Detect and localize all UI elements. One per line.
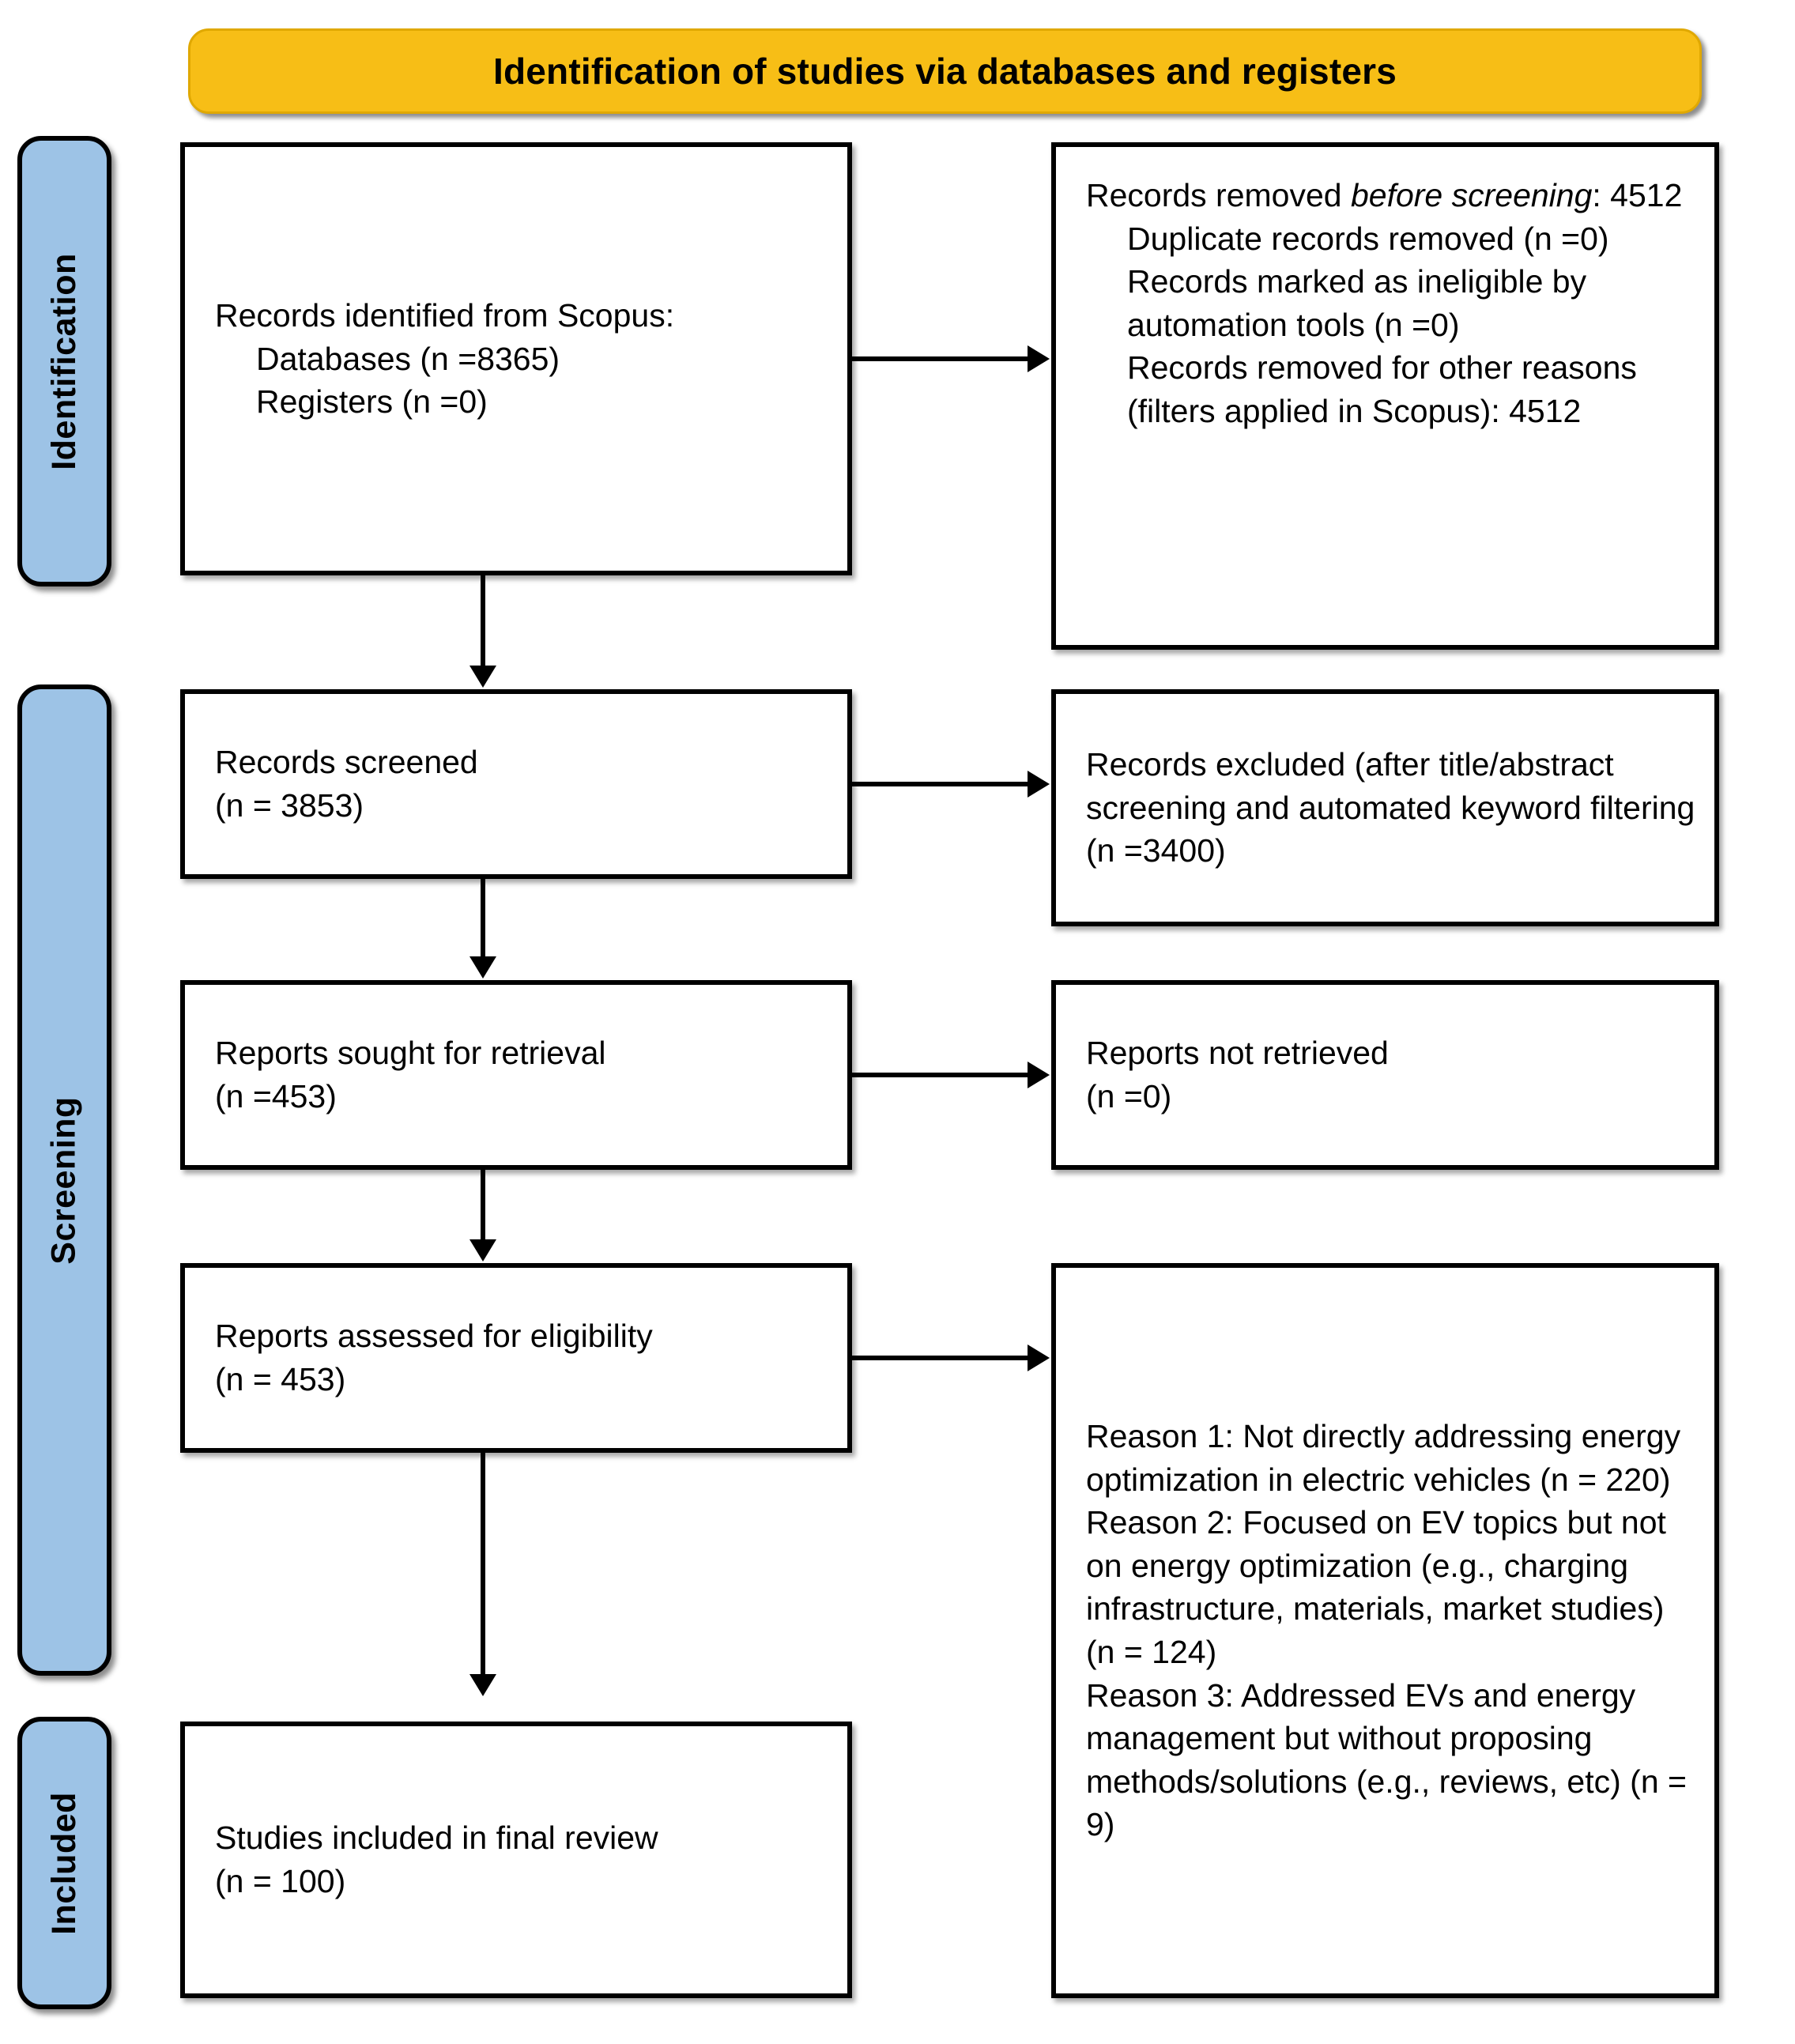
connector-sought-to-notretrieved xyxy=(852,1073,1029,1077)
connector-assessed-to-reasons xyxy=(852,1356,1029,1360)
arrowhead-identified-to-removed xyxy=(1028,345,1050,372)
box-reports-not-retrieved-text: Reports not retrieved (n =0) xyxy=(1056,1031,1714,1118)
arrowhead-sought-to-assessed xyxy=(469,1239,496,1261)
records-screened-label: Records screened xyxy=(215,744,478,781)
reports-sought-count: (n =453) xyxy=(215,1078,337,1114)
box-records-screened: Records screened (n = 3853) xyxy=(180,689,852,879)
reports-assessed-count: (n = 453) xyxy=(215,1361,346,1397)
box-records-excluded-text: Records excluded (after title/abstract s… xyxy=(1086,746,1704,869)
stage-label-identification-text: Identification xyxy=(45,252,83,470)
arrowhead-screened-to-excluded xyxy=(1028,771,1050,798)
reports-sought-label: Reports sought for retrieval xyxy=(215,1035,606,1072)
connector-identified-to-removed xyxy=(852,356,1029,361)
arrowhead-assessed-to-reasons xyxy=(1028,1344,1050,1371)
records-removed-duplicates: Duplicate records removed (n =0) xyxy=(1127,220,1609,257)
connector-screened-to-excluded xyxy=(852,782,1029,786)
records-identified-registers: Registers (n =0) xyxy=(256,383,488,420)
records-removed-heading-prefix: Records removed xyxy=(1086,177,1351,213)
reports-assessed-label: Reports assessed for eligibility xyxy=(215,1318,653,1355)
box-reports-assessed-text: Reports assessed for eligibility (n = 453… xyxy=(185,1314,847,1401)
box-reports-excluded-reasons-text: Reason 1: Not directly addressing energy… xyxy=(1056,1415,1714,1846)
exclusion-reason-3: Reason 3: Addressed EVs and energy manag… xyxy=(1086,1676,1696,1843)
connector-assessed-to-included xyxy=(481,1453,485,1676)
box-records-identified-text: Records identified from Scopus: Databases… xyxy=(185,294,847,424)
box-reports-excluded-reasons: Reason 1: Not directly addressing energy… xyxy=(1051,1263,1719,1998)
stage-label-included-text: Included xyxy=(45,1791,84,1935)
stage-label-screening-text: Screening xyxy=(45,1096,83,1265)
records-screened-count: (n = 3853) xyxy=(215,787,364,824)
connector-identified-to-screened xyxy=(481,575,485,667)
reports-not-retrieved-label: Reports not retrieved xyxy=(1086,1035,1389,1072)
exclusion-reason-2: Reason 2: Focused on EV topics but not o… xyxy=(1086,1504,1676,1670)
studies-included-label: Studies included in final review xyxy=(215,1820,658,1857)
box-studies-included-text: Studies included in final review (n = 100… xyxy=(185,1816,847,1903)
records-removed-heading-suffix: : 4512 xyxy=(1592,177,1683,213)
connector-sought-to-assessed xyxy=(481,1170,485,1241)
arrowhead-identified-to-screened xyxy=(469,666,496,688)
box-reports-not-retrieved: Reports not retrieved (n =0) xyxy=(1051,980,1719,1170)
records-removed-other: Records removed for other reasons (filte… xyxy=(1127,349,1646,429)
arrowhead-assessed-to-included xyxy=(469,1674,496,1696)
box-reports-sought: Reports sought for retrieval (n =453) xyxy=(180,980,852,1170)
connector-screened-to-sought xyxy=(481,879,485,958)
box-records-identified: Records identified from Scopus: Databases… xyxy=(180,142,852,575)
records-identified-databases: Databases (n =8365) xyxy=(256,340,560,377)
stage-label-identification: Identification xyxy=(17,136,111,586)
box-reports-assessed: Reports assessed for eligibility (n = 453… xyxy=(180,1263,852,1453)
reports-not-retrieved-count: (n =0) xyxy=(1086,1078,1172,1114)
box-studies-included: Studies included in final review (n = 100… xyxy=(180,1722,852,1998)
page-title: Identification of studies via databases … xyxy=(492,50,1397,92)
box-records-screened-text: Records screened (n = 3853) xyxy=(185,741,847,827)
records-removed-ineligible: Records marked as ineligible by automati… xyxy=(1127,263,1596,343)
studies-included-count: (n = 100) xyxy=(215,1863,346,1899)
stage-label-included: Included xyxy=(17,1717,111,2009)
box-records-excluded: Records excluded (after title/abstract s… xyxy=(1051,689,1719,926)
box-reports-sought-text: Reports sought for retrieval (n =453) xyxy=(185,1031,847,1118)
records-identified-line1: Records identified from Scopus: xyxy=(215,297,675,334)
arrowhead-sought-to-notretrieved xyxy=(1028,1062,1050,1088)
records-removed-heading-italic: before screening xyxy=(1350,177,1593,213)
arrowhead-screened-to-sought xyxy=(469,956,496,979)
stage-label-screening: Screening xyxy=(17,684,111,1676)
exclusion-reason-1: Reason 1: Not directly addressing energy… xyxy=(1086,1418,1690,1498)
diagram-title-banner: Identification of studies via databases … xyxy=(188,28,1702,114)
